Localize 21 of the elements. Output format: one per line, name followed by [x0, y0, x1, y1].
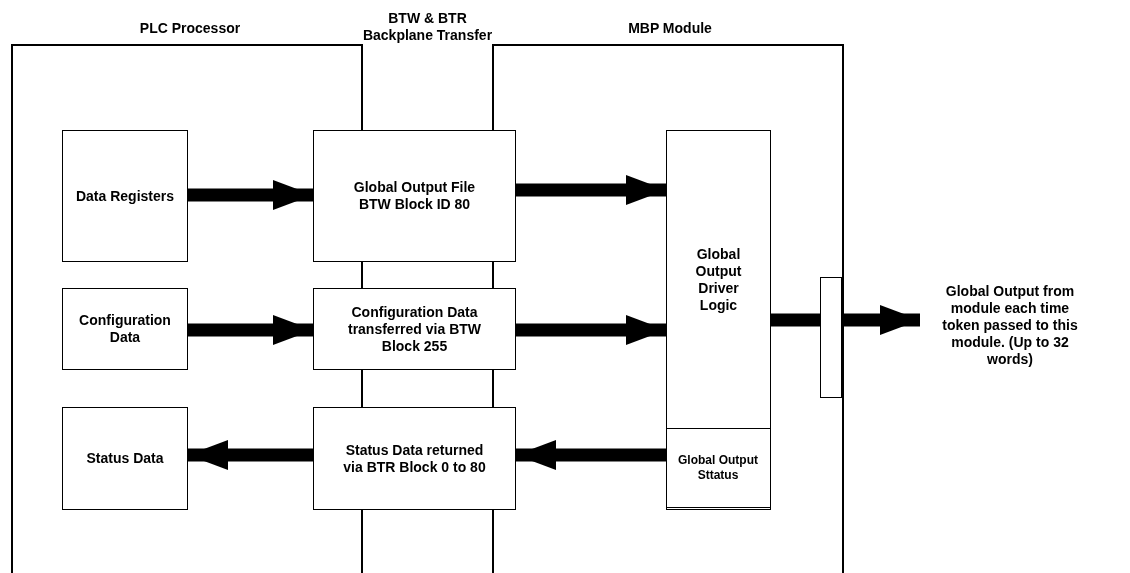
connector-box [820, 277, 842, 398]
process-block [666, 130, 771, 510]
process-box: Configuration Data transferred via BTW Block 255 [313, 288, 516, 370]
arrow [516, 315, 666, 345]
section-heading: BTW & BTR Backplane Transfer [361, 10, 494, 44]
section-heading: PLC Processor [138, 20, 242, 37]
arrow [188, 180, 313, 210]
arrow [842, 305, 920, 335]
output-description: Global Output from module each time token passed to this module. (Up to 32 words) [920, 275, 1100, 375]
process-box: Global Output File BTW Block ID 80 [313, 130, 516, 262]
process-box: Global Output Sttatus [665, 428, 771, 508]
process-box: Status Data [62, 407, 188, 510]
block-label: Global Output Driver Logic [694, 246, 743, 314]
process-box: Configuration Data [62, 288, 188, 370]
process-box: Status Data returned via BTR Block 0 to 80 [313, 407, 516, 510]
arrow [516, 440, 666, 470]
arrow [516, 175, 666, 205]
section-heading: MBP Module [627, 20, 713, 37]
arrow [188, 440, 313, 470]
process-box: Data Registers [62, 130, 188, 262]
arrow [188, 315, 313, 345]
